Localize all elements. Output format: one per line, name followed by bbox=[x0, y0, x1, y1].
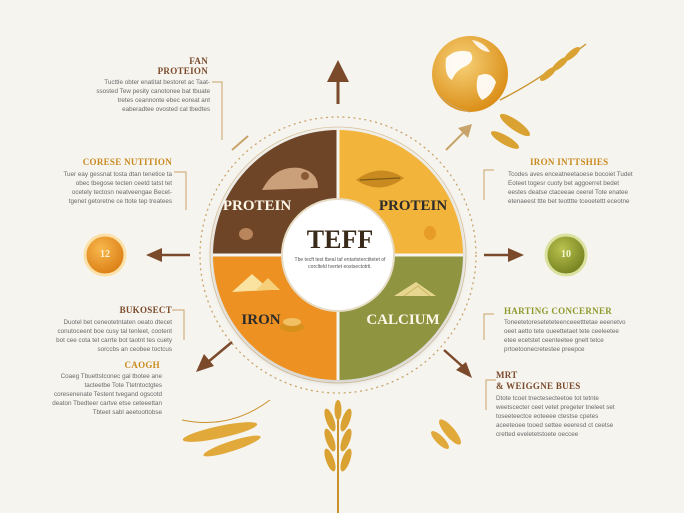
wheat-bundle-illustration bbox=[356, 170, 436, 240]
wheat-stalk-icon bbox=[324, 400, 352, 513]
quadrant-label-protein-right: PROTEIN bbox=[378, 198, 448, 214]
arrow-down-right bbox=[443, 349, 472, 378]
right-badge-circle bbox=[544, 233, 588, 277]
outer-thin-ring bbox=[209, 126, 467, 384]
arrow-up-left bbox=[231, 135, 249, 151]
callout-left-bottom-text: Coaeg Tbuettstconec gal tbotee ane tacte… bbox=[52, 373, 162, 416]
arrow-right bbox=[484, 248, 524, 262]
center-description: Tbe tecft test tbeal taf entartsterctite… bbox=[294, 257, 386, 270]
grain-pile-illustration bbox=[232, 274, 304, 332]
right-badge-text: 10 bbox=[561, 249, 571, 260]
arrow-up-right bbox=[445, 124, 472, 151]
callout-left-lower-text: Duotel bet ceneotetntaten oeato dtecet c… bbox=[56, 319, 172, 353]
arrow-left bbox=[146, 248, 190, 262]
quadrant-label-calcium: CALCIUM bbox=[366, 312, 440, 328]
callout-right-upper-heading: IRON INTTSHIES bbox=[530, 157, 609, 167]
callout-left-upper-text: Tuer eay gessnat tosta dtan tenetice ta … bbox=[63, 171, 172, 205]
callout-left-lower-heading: BUKOSECT bbox=[119, 305, 172, 315]
wheat-sprig-icon bbox=[490, 43, 587, 149]
callout-top-left-heading-1: FAN bbox=[189, 56, 208, 66]
left-badge-text: 12 bbox=[100, 249, 110, 260]
grain-bread-illustration bbox=[239, 167, 318, 240]
connector-lines bbox=[172, 81, 496, 410]
left-badge-circle bbox=[83, 233, 127, 277]
center-title: TEFF bbox=[306, 225, 374, 254]
callout-right-lower-text: Toneetetoreseteteteenceeetttetae eeenetv… bbox=[504, 319, 626, 353]
callout-left-upper-heading: CORESE NUTITION bbox=[82, 157, 172, 167]
callout-right-bottom-heading-1: MRT bbox=[496, 370, 518, 380]
callout-right-lower-heading: HARTING CONCERNER bbox=[504, 306, 613, 316]
globe-icon bbox=[432, 36, 508, 113]
arrow-up bbox=[327, 60, 349, 104]
quadrant-label-iron: IRON bbox=[241, 312, 281, 328]
callout-top-left-heading-2: PROTEION bbox=[157, 66, 208, 76]
center-disc bbox=[281, 198, 395, 312]
quadrant-label-protein-left: PROTEIN bbox=[222, 198, 292, 214]
arrow-down-left bbox=[196, 341, 233, 372]
teff-plant-illustration bbox=[394, 282, 436, 297]
outer-dotted-ring bbox=[199, 116, 477, 394]
wheat-leaf-bottom-right-icon bbox=[431, 419, 461, 449]
callout-right-bottom-text: Dtote tcoet tnectesecteetoe tot tetnte w… bbox=[496, 395, 615, 438]
callout-top-left-text: Tucttle obter enatitat bestoret ac Taat-… bbox=[96, 79, 210, 113]
callout-left-bottom-heading: CAOGH bbox=[124, 360, 160, 370]
wheat-leaf-bottom-left-icon bbox=[181, 399, 271, 457]
callout-right-upper-text: Tcodes aves enceatneetaoese bocoiet Tude… bbox=[508, 171, 633, 205]
callout-right-bottom-heading-2: & WEIGGNE BUES bbox=[496, 381, 581, 391]
